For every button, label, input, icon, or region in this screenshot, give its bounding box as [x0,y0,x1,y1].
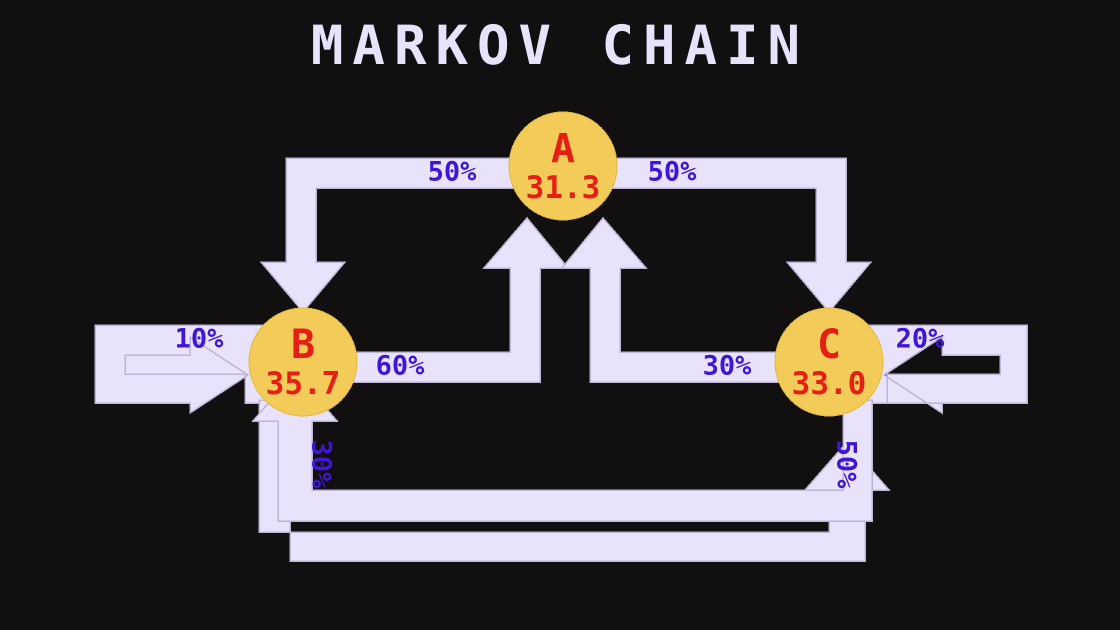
node-b-value: 35.7 [266,366,341,402]
node-a-label: A [551,126,575,172]
node-c-label: C [817,322,841,368]
edge-label-b-self: 10% [175,324,225,355]
edge-label-b-to-a: 60% [376,351,426,382]
node-a-value: 31.3 [526,170,601,206]
node-c-circle [774,307,884,417]
node-c[interactable]: C 33.0 [774,307,884,417]
edge-b-self-loop [94,322,304,415]
edge-c-to-a [560,216,830,383]
edge-label-c-self: 20% [896,324,946,355]
edge-label-a-to-b: 50% [428,157,478,188]
edge-b-to-c [258,399,891,562]
edge-label-c-to-a: 30% [703,351,753,382]
edge-label-b-to-c: 30% [306,440,337,490]
node-a[interactable]: A 31.3 [508,111,618,221]
node-b-label: B [291,322,315,368]
node-c-value: 33.0 [792,366,867,402]
node-a-circle [508,111,618,221]
edge-b-to-a [302,216,570,383]
page-title: MARKOV CHAIN [310,14,810,77]
edge-label-a-to-c: 50% [648,157,698,188]
edge-label-c-to-b: 50% [831,440,862,490]
node-b-circle [248,307,358,417]
node-b[interactable]: B 35.7 [248,307,358,417]
